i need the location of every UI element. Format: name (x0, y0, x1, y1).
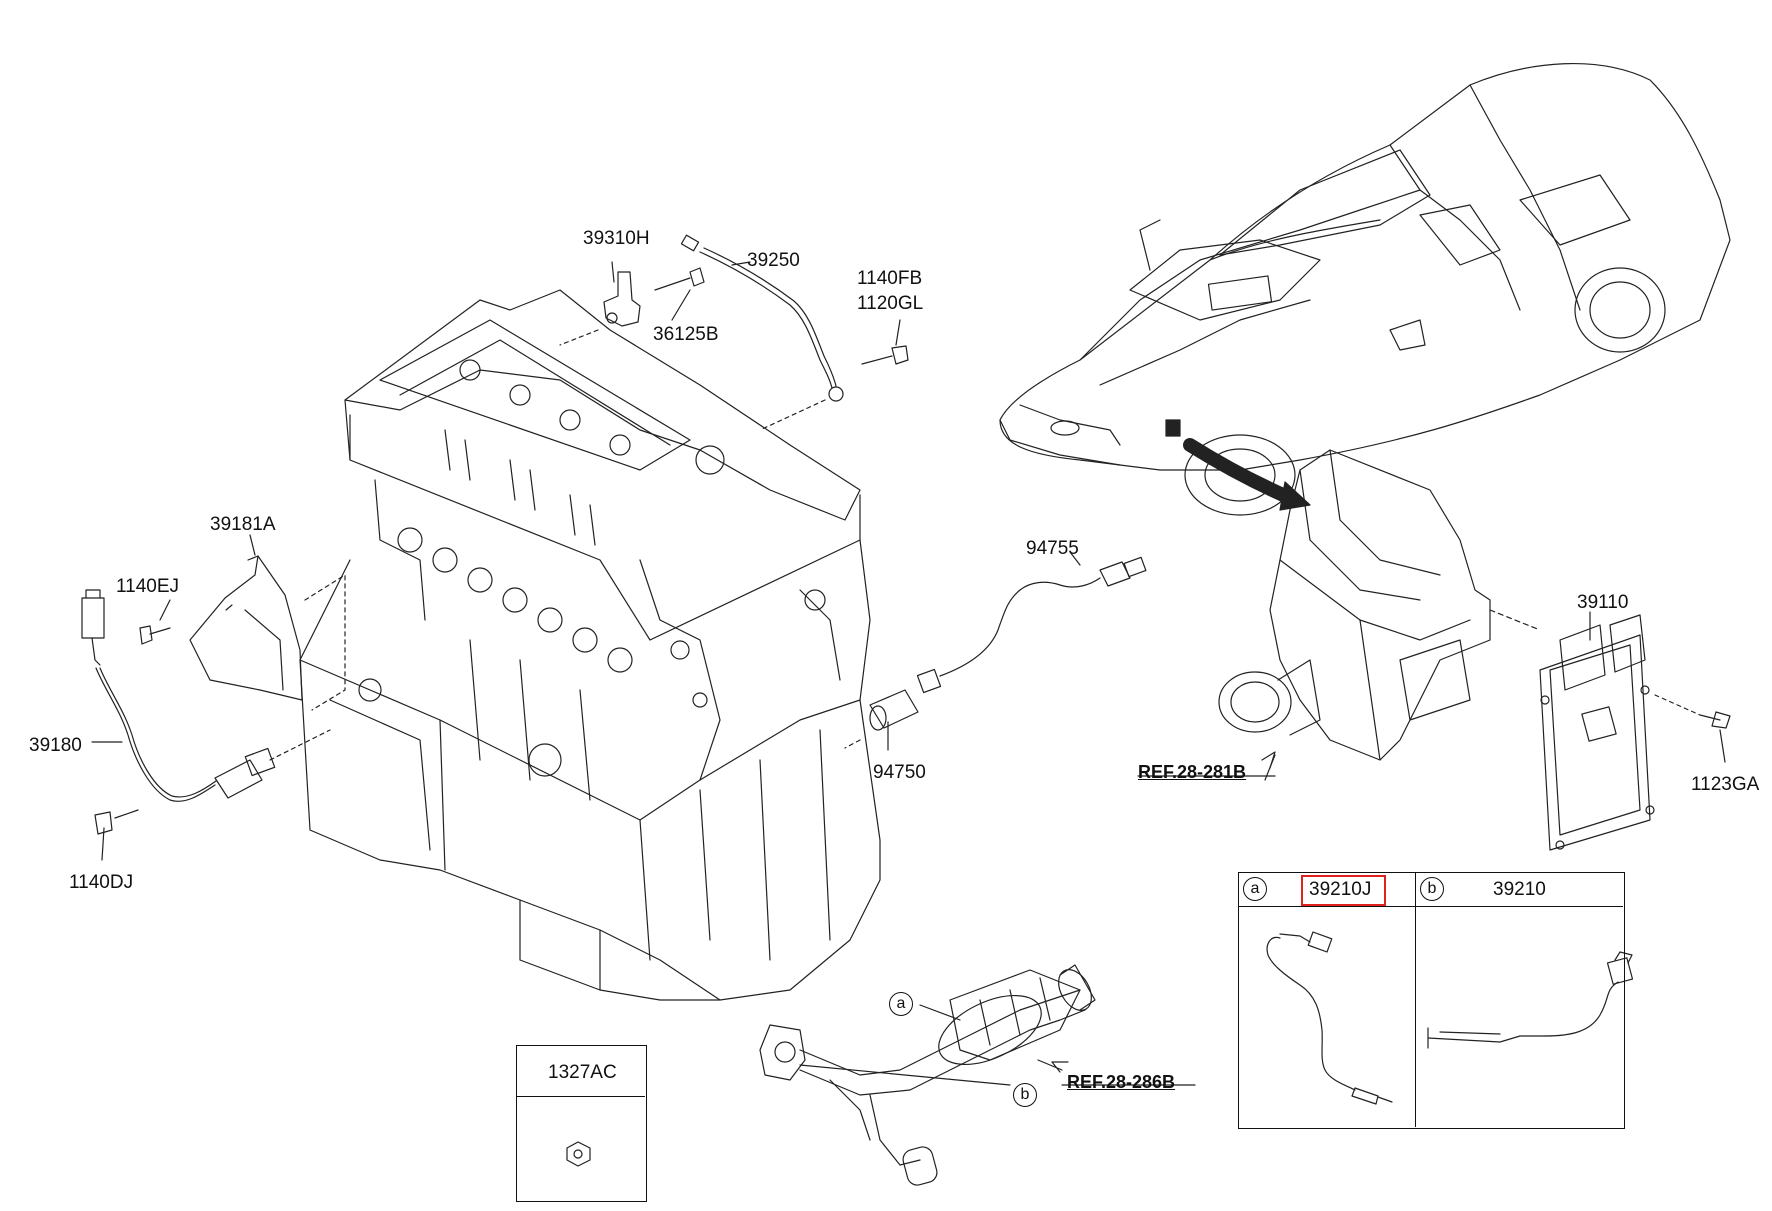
callout-a[interactable]: a (889, 992, 913, 1016)
label-1327ac[interactable]: 1327AC (548, 1062, 617, 1083)
label-39110[interactable]: 39110 (1577, 592, 1629, 613)
knock-sensor-39250 (680, 234, 844, 402)
o2-sensor-a-drawing (1266, 931, 1393, 1105)
label-1123ga[interactable]: 1123GA (1691, 774, 1760, 795)
o2-sensor-b-drawing (1427, 951, 1634, 1049)
bolt-1140fb (861, 345, 909, 365)
oil-pressure-switch-94750 (869, 668, 942, 731)
label-39210j[interactable]: 39210J (1309, 879, 1372, 900)
crank-sensor-39180 (81, 589, 276, 802)
catalytic-converter (759, 964, 1096, 1186)
car-illustration (999, 63, 1731, 516)
ref-28-286b-link[interactable]: REF.28-286B (1067, 1072, 1176, 1092)
ecu-39110 (1539, 614, 1655, 851)
nut-1327ac-divider (516, 1096, 645, 1097)
label-1140fb[interactable]: 1140FB (857, 268, 923, 289)
heat-shield-39181a (189, 555, 303, 701)
label-1140dj[interactable]: 1140DJ (69, 872, 134, 893)
label-1120gl[interactable]: 1120GL (857, 293, 924, 314)
label-94755[interactable]: 94755 (1026, 538, 1079, 559)
label-39310h[interactable]: 39310H (583, 228, 650, 249)
bolt-36125b (654, 267, 705, 291)
table-marker-a: a (1243, 877, 1267, 901)
oil-pressure-harness-94755 (939, 556, 1147, 677)
label-39250[interactable]: 39250 (747, 250, 800, 271)
table-marker-b: b (1420, 877, 1444, 901)
air-filter-housing (1218, 449, 1491, 761)
bolt-1140dj (94, 809, 139, 835)
nut-1327ac-drawing (566, 1141, 591, 1167)
label-39210[interactable]: 39210 (1493, 879, 1546, 900)
label-36125b[interactable]: 36125B (653, 324, 719, 345)
cam-position-sensor (603, 271, 641, 327)
sensor-table-column-divider (1415, 872, 1416, 1127)
sensor-table-header-divider (1238, 906, 1623, 907)
ref-28-281b-link[interactable]: REF.28-281B (1138, 762, 1247, 782)
bolt-1123ga (1699, 711, 1731, 729)
label-1140ej[interactable]: 1140EJ (116, 576, 180, 597)
label-39181a[interactable]: 39181A (210, 514, 276, 535)
highlight-39210j (1301, 875, 1386, 906)
label-94750[interactable]: 94750 (873, 762, 926, 783)
callout-b[interactable]: b (1013, 1083, 1037, 1107)
engine-block (299, 289, 881, 1001)
label-39180[interactable]: 39180 (29, 735, 82, 756)
sensor-table (1238, 872, 1625, 1129)
bolt-1140ej (139, 625, 171, 645)
nut-1327ac-box (516, 1045, 647, 1202)
